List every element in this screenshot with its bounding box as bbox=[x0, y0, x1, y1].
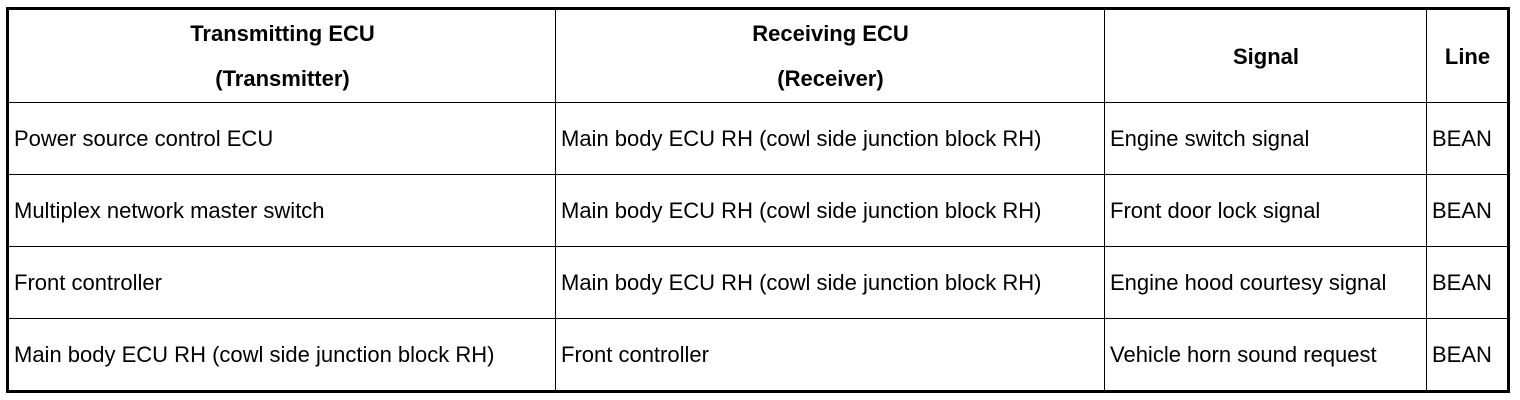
header-line: Line bbox=[1426, 8, 1509, 103]
cell-receiving: Main body ECU RH (cowl side junction blo… bbox=[555, 102, 1105, 175]
cell-receiving: Main body ECU RH (cowl side junction blo… bbox=[555, 174, 1105, 247]
table-row: Main body ECU RH (cowl side junction blo… bbox=[7, 318, 1509, 392]
cell-line: BEAN bbox=[1426, 318, 1509, 392]
cell-signal: Vehicle horn sound request bbox=[1104, 318, 1427, 392]
table-header-row: Transmitting ECU (Transmitter) Receiving… bbox=[7, 8, 1509, 103]
header-signal: Signal bbox=[1104, 8, 1427, 103]
communication-table: Transmitting ECU (Transmitter) Receiving… bbox=[6, 7, 1510, 393]
cell-line: BEAN bbox=[1426, 102, 1509, 175]
header-transmitting-subtitle: (Transmitter) bbox=[215, 66, 350, 91]
header-transmitting-title: Transmitting ECU bbox=[190, 21, 375, 46]
cell-transmitting: Multiplex network master switch bbox=[7, 174, 556, 247]
cell-line: BEAN bbox=[1426, 174, 1509, 247]
cell-signal: Engine switch signal bbox=[1104, 102, 1427, 175]
cell-line: BEAN bbox=[1426, 246, 1509, 319]
table-row: Power source control ECU Main body ECU R… bbox=[7, 102, 1509, 175]
cell-receiving: Main body ECU RH (cowl side junction blo… bbox=[555, 246, 1105, 319]
cell-receiving: Front controller bbox=[555, 318, 1105, 392]
header-receiving-ecu: Receiving ECU (Receiver) bbox=[555, 8, 1105, 103]
cell-transmitting: Front controller bbox=[7, 246, 556, 319]
table-row: Front controller Main body ECU RH (cowl … bbox=[7, 246, 1509, 319]
table-row: Multiplex network master switch Main bod… bbox=[7, 174, 1509, 247]
header-receiving-subtitle: (Receiver) bbox=[777, 66, 884, 91]
header-transmitting-ecu: Transmitting ECU (Transmitter) bbox=[7, 8, 556, 103]
header-receiving-title: Receiving ECU bbox=[752, 21, 909, 46]
cell-signal: Engine hood courtesy signal bbox=[1104, 246, 1427, 319]
cell-signal: Front door lock signal bbox=[1104, 174, 1427, 247]
cell-transmitting: Main body ECU RH (cowl side junction blo… bbox=[7, 318, 556, 392]
cell-transmitting: Power source control ECU bbox=[7, 102, 556, 175]
